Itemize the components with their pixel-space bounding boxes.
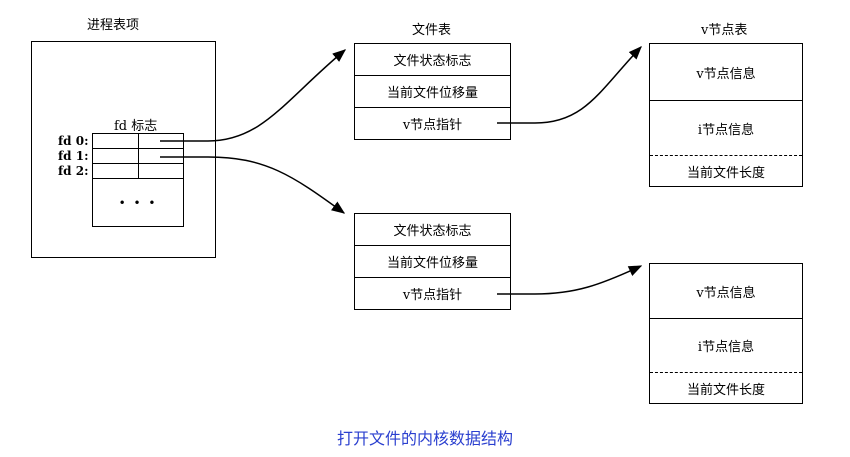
fd-column-divider (138, 134, 139, 178)
vnode-table-entry-1: v节点信息 i节点信息 当前文件长度 (649, 43, 803, 187)
fd-1-label: fd 1: (58, 149, 89, 163)
vnode-info: v节点信息 (650, 264, 802, 319)
arrow-fd1-to-file-entry-2 (160, 156, 346, 214)
dashed-divider (650, 155, 802, 156)
vnode-pointer: v节点指针 (402, 118, 463, 133)
inode-info: i节点信息 (697, 340, 755, 355)
fd-0-label: fd 0: (58, 134, 89, 148)
current-file-length: 当前文件长度 (686, 165, 765, 181)
current-file-offset: 当前文件位移量 (355, 246, 510, 278)
arrow-vnode-ptr-1-to-vnode-entry-1 (497, 46, 642, 124)
file-status-flags: 文件状态标志 (355, 44, 510, 76)
file-table-entry-2: 文件状态标志 当前文件位移量 v节点指针 (354, 213, 511, 310)
current-file-offset: 当前文件位移量 (355, 76, 510, 108)
dashed-divider (650, 372, 802, 373)
fd-table: • • • (92, 133, 184, 227)
fd-flags-label: fd 标志 (114, 119, 158, 134)
fd-row-divider (93, 178, 183, 179)
vnode-table-title: v节点表 (701, 23, 748, 38)
figure-caption: 打开文件的内核数据结构 (336, 429, 513, 448)
process-table-title: 进程表项 (87, 18, 140, 33)
file-status-flags: 文件状态标志 (355, 214, 510, 246)
fd-2-label: fd 2: (58, 164, 89, 178)
file-table-entry-1: 文件状态标志 当前文件位移量 v节点指针 (354, 43, 511, 140)
ellipsis: • • • (118, 196, 158, 210)
vnode-info: v节点信息 (650, 44, 802, 101)
file-table-title: 文件表 (412, 23, 452, 38)
vnode-table-entry-2: v节点信息 i节点信息 当前文件长度 (649, 263, 803, 404)
arrow-vnode-ptr-2-to-vnode-entry-2 (497, 265, 643, 295)
vnode-pointer: v节点指针 (402, 288, 463, 303)
inode-info: i节点信息 (697, 122, 755, 138)
current-file-length: 当前文件长度 (686, 382, 765, 398)
arrow-fd0-to-file-entry-1 (160, 49, 347, 142)
